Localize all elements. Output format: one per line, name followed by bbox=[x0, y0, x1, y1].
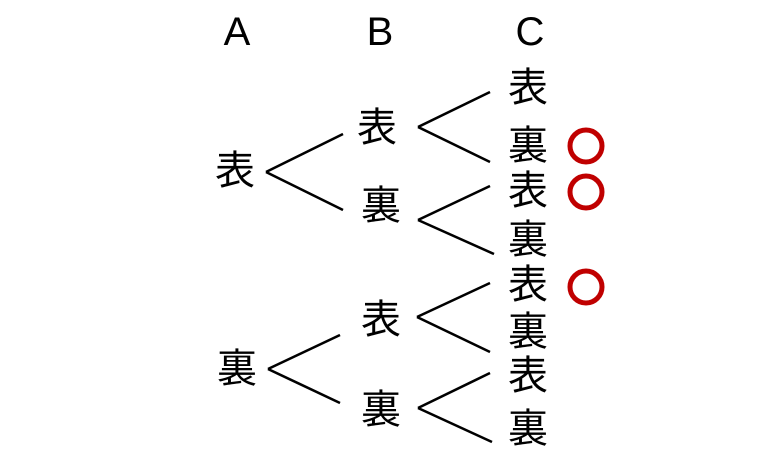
node-c-6: 裏 bbox=[508, 310, 548, 354]
node-c-3: 表 bbox=[508, 169, 548, 213]
branch-line bbox=[416, 281, 491, 319]
column-header-b: B bbox=[366, 10, 394, 54]
node-b-1: 表 bbox=[357, 106, 397, 150]
branch-line bbox=[265, 132, 344, 174]
node-b-4: 裏 bbox=[361, 388, 401, 432]
branch-line bbox=[417, 90, 491, 129]
node-c-5: 表 bbox=[508, 263, 548, 307]
branch-line bbox=[417, 125, 491, 164]
node-c-2: 裏 bbox=[508, 124, 548, 168]
branch-line bbox=[267, 333, 341, 371]
node-a-tails: 裏 bbox=[217, 347, 257, 391]
node-a-heads: 表 bbox=[215, 149, 255, 193]
node-b-3: 表 bbox=[361, 298, 401, 342]
mark-circle bbox=[567, 268, 605, 306]
node-c-4: 裏 bbox=[508, 218, 548, 262]
node-b-2: 裏 bbox=[361, 184, 401, 228]
branch-line bbox=[417, 371, 491, 410]
mark-circle bbox=[567, 173, 605, 211]
column-header-a: A bbox=[223, 10, 251, 54]
node-c-8: 裏 bbox=[508, 407, 548, 451]
branch-line bbox=[417, 184, 491, 222]
node-c-7: 表 bbox=[508, 354, 548, 398]
branch-line bbox=[417, 406, 493, 444]
mark-circle bbox=[567, 127, 605, 165]
node-c-1: 表 bbox=[508, 66, 548, 110]
column-header-c: C bbox=[515, 10, 545, 54]
branch-line bbox=[267, 367, 341, 405]
branch-line bbox=[416, 315, 491, 354]
branch-line bbox=[417, 218, 495, 256]
branch-line bbox=[265, 170, 344, 212]
